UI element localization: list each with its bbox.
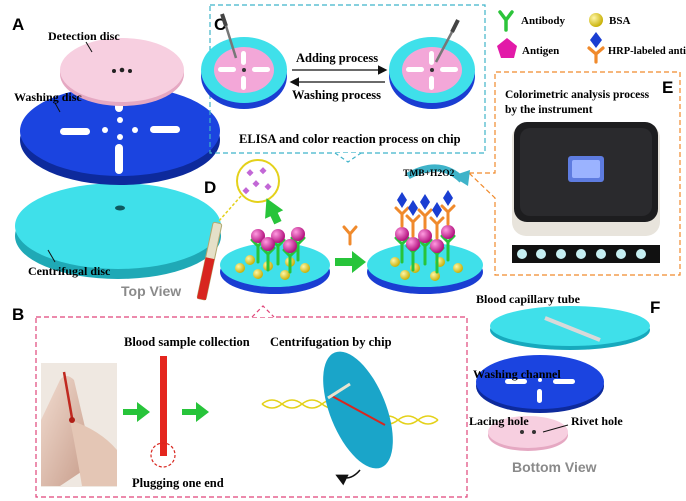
label-plugging: Plugging one end [132, 476, 224, 490]
label-centrifugation: Centrifugation by chip [270, 335, 392, 349]
label-capillary-tube: Blood capillary tube [476, 292, 581, 306]
wash-slot-right [150, 126, 180, 133]
panel-b-pointer [251, 305, 275, 318]
chip-left [201, 13, 287, 109]
green-arrow-b1 [123, 402, 150, 422]
label-washing-disc: Washing disc [14, 90, 82, 104]
label-colorimetric-1: Colorimetric analysis process [505, 89, 650, 101]
green-arrow-right [335, 251, 366, 273]
panel-b-frame [35, 316, 468, 498]
label-top-view: Top View [121, 283, 181, 299]
hand-photo [41, 363, 117, 487]
green-arrow-down [265, 198, 284, 225]
label-adding-process: Adding process [296, 51, 378, 65]
panel-a: A Detection disc Was [12, 15, 221, 299]
detection-disc [60, 38, 184, 106]
label-washing-process: Washing process [292, 88, 381, 102]
panel-f: F Blood capillary tube Washing channel L… [469, 292, 660, 475]
plate-left [220, 227, 330, 294]
panel-b: B Blood sample collection Plugging one e… [12, 305, 468, 498]
legend-hrp: HRP-labeled antibody [608, 46, 686, 57]
panel-label-b: B [12, 305, 24, 324]
panel-d: D [196, 159, 483, 301]
wash-slot-bottom [115, 144, 123, 174]
panel-label-d: D [204, 178, 216, 197]
green-arrow-b2 [182, 402, 209, 422]
chip-right [389, 19, 475, 109]
label-bottom-view: Bottom View [512, 459, 597, 475]
legend-antibody: Antibody [521, 15, 566, 27]
f-capillary-tube [544, 316, 601, 342]
instrument [512, 122, 660, 236]
f-cyan-disc [490, 306, 650, 350]
label-tmb: TMB+H2O2 [403, 169, 455, 179]
magnifier-circle [236, 159, 280, 203]
panel-c: C Adding p [201, 4, 486, 163]
antibody-icon [498, 10, 514, 32]
f-pink-disc [488, 416, 568, 451]
rotation-arrow [335, 469, 361, 486]
legend-bsa: BSA [609, 15, 630, 27]
label-blood-collection: Blood sample collection [124, 335, 250, 349]
washing-disc [20, 86, 220, 185]
legend: Antibody BSA Antigen HRP-labeled antibod… [497, 10, 686, 64]
f-blue-disc [476, 355, 604, 413]
capillary-tube-d [196, 221, 223, 301]
well-strip [512, 245, 660, 263]
label-colorimetric-2: by the instrument [505, 104, 593, 116]
wash-slot-left [60, 128, 90, 135]
panel-c-pointer [334, 152, 362, 163]
plug-circle [150, 442, 176, 468]
antigen-icon [497, 38, 517, 58]
panel-label-e: E [662, 78, 673, 97]
panel-e: E Colorimetric analysis process by the i… [467, 71, 681, 276]
bsa-icon [589, 13, 603, 27]
label-elisa-caption: ELISA and color reaction process on chip [239, 132, 461, 146]
label-washing-channel: Washing channel [473, 367, 561, 381]
hrp-antibody-add [342, 225, 358, 246]
panel-label-f: F [650, 298, 660, 317]
label-centrifugal-disc: Centrifugal disc [28, 264, 111, 278]
hrp-antibody-icon [587, 32, 605, 64]
label-lacing-hole: Lacing hole [469, 414, 529, 428]
plate-right [367, 190, 483, 294]
centrifugal-disc [15, 183, 221, 279]
label-rivet-hole: Rivet hole [571, 414, 623, 428]
label-detection-disc: Detection disc [48, 29, 120, 43]
legend-antigen: Antigen [522, 45, 559, 57]
red-capillary-tube [160, 356, 167, 456]
panel-e-frame [467, 71, 681, 276]
panel-label-a: A [12, 15, 24, 34]
